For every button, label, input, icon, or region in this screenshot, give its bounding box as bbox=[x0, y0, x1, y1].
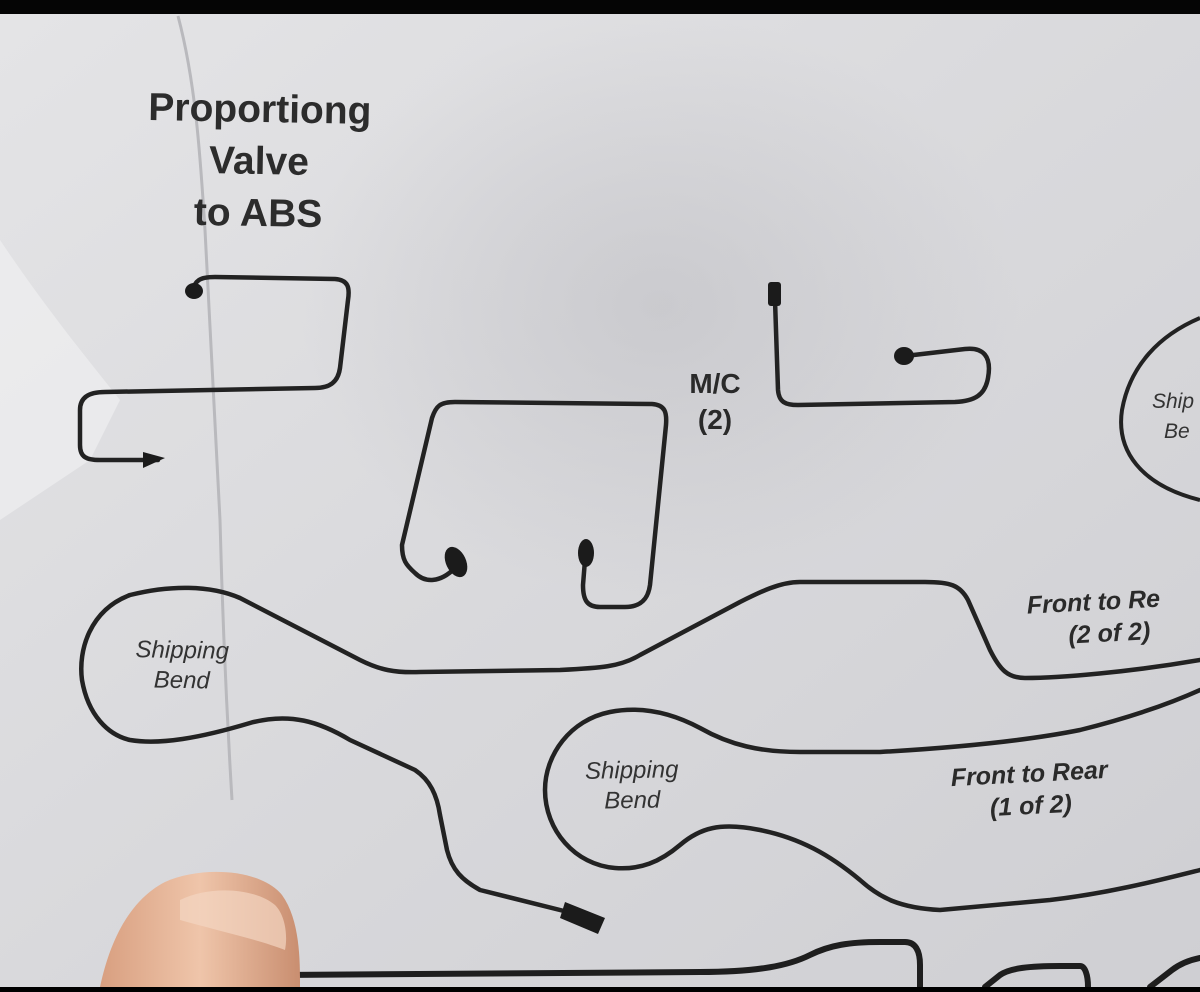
mc-label: M/C (2) bbox=[680, 366, 750, 438]
bottom-line-b bbox=[982, 963, 1091, 990]
mc-l-fitting-top bbox=[768, 282, 781, 306]
bottom-line-c bbox=[1147, 955, 1200, 990]
mc-line-1: M/C bbox=[689, 368, 741, 399]
shipping-bend-mid-label: Shipping Bend bbox=[561, 755, 702, 817]
right-shipping-bend bbox=[1119, 316, 1200, 502]
pv-fitting-top bbox=[185, 283, 203, 299]
ship-mid-line-1: Shipping bbox=[584, 756, 679, 785]
shipping-bend-left-label: Shipping Bend bbox=[111, 635, 252, 697]
paper-crease bbox=[176, 15, 234, 801]
paper-fold-left bbox=[0, 240, 120, 520]
ship-right-line-2: Be bbox=[1164, 420, 1190, 443]
front-to-rear-1-label: Front to Rear (1 of 2) bbox=[923, 753, 1136, 828]
bottom-line-a bbox=[277, 939, 923, 990]
front-to-rear-2-fitting bbox=[560, 902, 605, 934]
proportioning-valve-label: Proportiong Valve to ABS bbox=[124, 82, 395, 243]
pv-fitting-end bbox=[143, 452, 165, 468]
front-to-rear-2-line bbox=[79, 579, 1200, 915]
top-black-band bbox=[0, 0, 1200, 14]
mc-u-fitting-right bbox=[578, 539, 594, 567]
proportioning-valve-line bbox=[77, 274, 351, 463]
ship-mid-line-2: Bend bbox=[603, 786, 661, 815]
pv-line-3: to ABS bbox=[193, 190, 323, 237]
pv-line-1: Proportiong bbox=[147, 86, 372, 133]
ship-right-line-1: Ship bbox=[1152, 390, 1195, 413]
pv-line-2: Valve bbox=[208, 139, 310, 184]
ship-left-line-1: Shipping bbox=[135, 636, 230, 665]
mc-l-fitting-end bbox=[894, 347, 914, 365]
mc-l-line bbox=[772, 297, 992, 408]
front-to-rear-2-label: Front to Re (2 of 2) bbox=[1020, 581, 1200, 654]
mc-u-fitting-left bbox=[444, 546, 468, 578]
shipping-bend-right-label: Ship Be bbox=[1148, 387, 1200, 447]
front-to-rear-1-line bbox=[542, 687, 1200, 913]
ship-left-line-2: Bend bbox=[153, 666, 211, 695]
thumb bbox=[100, 871, 300, 987]
mc-u-line bbox=[399, 399, 669, 610]
mc-line-2: (2) bbox=[697, 404, 733, 435]
